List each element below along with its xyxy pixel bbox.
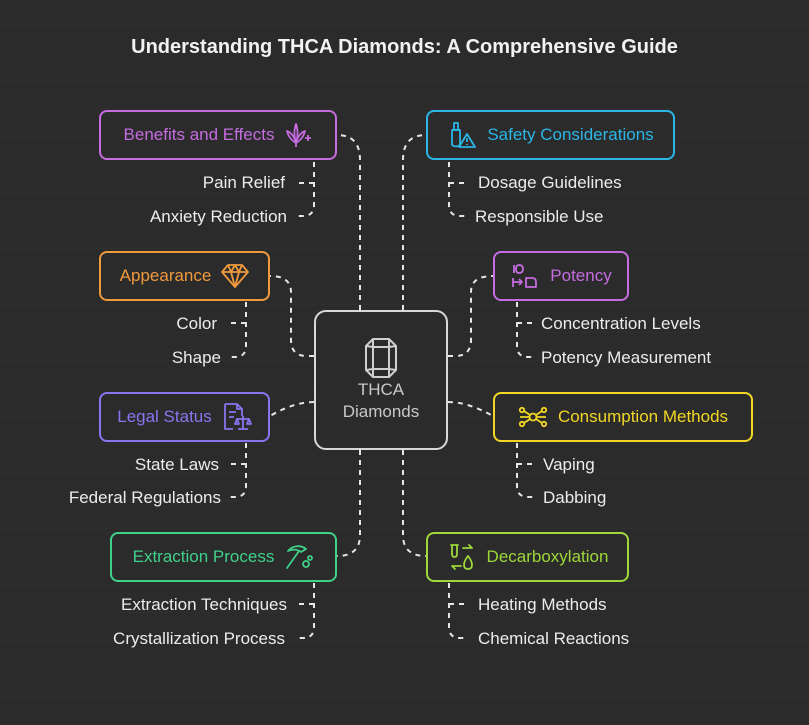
topic-decarboxylation[interactable]: Decarboxylation — [426, 532, 629, 582]
central-node[interactable]: THCA Diamonds — [314, 310, 448, 450]
topic-safety-considerations[interactable]: Safety Considerations — [426, 110, 675, 160]
central-node-label-line2: Diamonds — [342, 402, 420, 421]
topic-label: Decarboxylation — [486, 547, 609, 566]
diagram-title: Understanding THCA Diamonds: A Comprehen… — [131, 36, 678, 58]
topic-label: Appearance — [119, 266, 212, 285]
subtopic-item: Vaping — [543, 455, 595, 474]
crystal-icon — [365, 338, 397, 378]
topic-label: Extraction Process — [132, 547, 275, 566]
connector-consumption — [447, 401, 494, 417]
potency-scale-icon — [512, 264, 538, 288]
subtopic-item: Heating Methods — [478, 595, 607, 614]
subtopic-item: Potency Measurement — [541, 348, 712, 367]
connector-safety — [402, 134, 427, 310]
heat-cycle-icon — [449, 544, 473, 570]
topic-potency[interactable]: Potency — [493, 251, 629, 301]
subtopic-item: Concentration Levels — [541, 314, 701, 333]
topic-label: Benefits and Effects — [123, 125, 275, 144]
diamond-icon — [221, 264, 250, 288]
connector-appearance — [269, 275, 314, 357]
cannabis-leaf-icon — [286, 123, 312, 147]
topic-consumption-methods[interactable]: Consumption Methods — [493, 392, 753, 442]
subtopic-item: Extraction Techniques — [120, 595, 287, 614]
connector-extraction — [336, 450, 361, 557]
topic-benefits-and-effects[interactable]: Benefits and Effects — [99, 110, 337, 160]
topic-label: Safety Considerations — [487, 125, 654, 144]
connector-decarb — [402, 450, 427, 557]
subtopic-item: Pain Relief — [202, 173, 285, 192]
connector-potency — [448, 275, 494, 357]
subtopic-item: Crystallization Process — [113, 629, 285, 648]
subtopic-item: Chemical Reactions — [478, 629, 630, 648]
safety-warning-icon — [451, 122, 477, 148]
central-node-label-line1: THCA — [357, 380, 405, 399]
subtopic-item: Color — [176, 314, 217, 333]
molecule-icon — [518, 406, 548, 428]
subtopic-item: Anxiety Reduction — [149, 207, 287, 226]
topic-label: Potency — [550, 266, 612, 285]
topic-legal-status[interactable]: Legal Status — [99, 392, 270, 442]
legal-document-icon — [223, 403, 252, 430]
subtopic-item: Dosage Guidelines — [478, 173, 622, 192]
connector-legal — [269, 401, 315, 417]
subtopic-item: Shape — [171, 348, 221, 367]
topic-appearance[interactable]: Appearance — [99, 251, 270, 301]
pickaxe-icon — [286, 545, 314, 569]
topic-label: Consumption Methods — [557, 407, 729, 426]
subtopic-item: Federal Regulations — [68, 488, 221, 507]
subtopic-item: Responsible Use — [475, 207, 604, 226]
subtopic-item: State Laws — [134, 455, 219, 474]
topic-extraction-process[interactable]: Extraction Process — [110, 532, 337, 582]
topic-label: Legal Status — [117, 407, 212, 426]
connector-benefits — [336, 134, 361, 310]
subtopic-item: Dabbing — [543, 488, 607, 507]
